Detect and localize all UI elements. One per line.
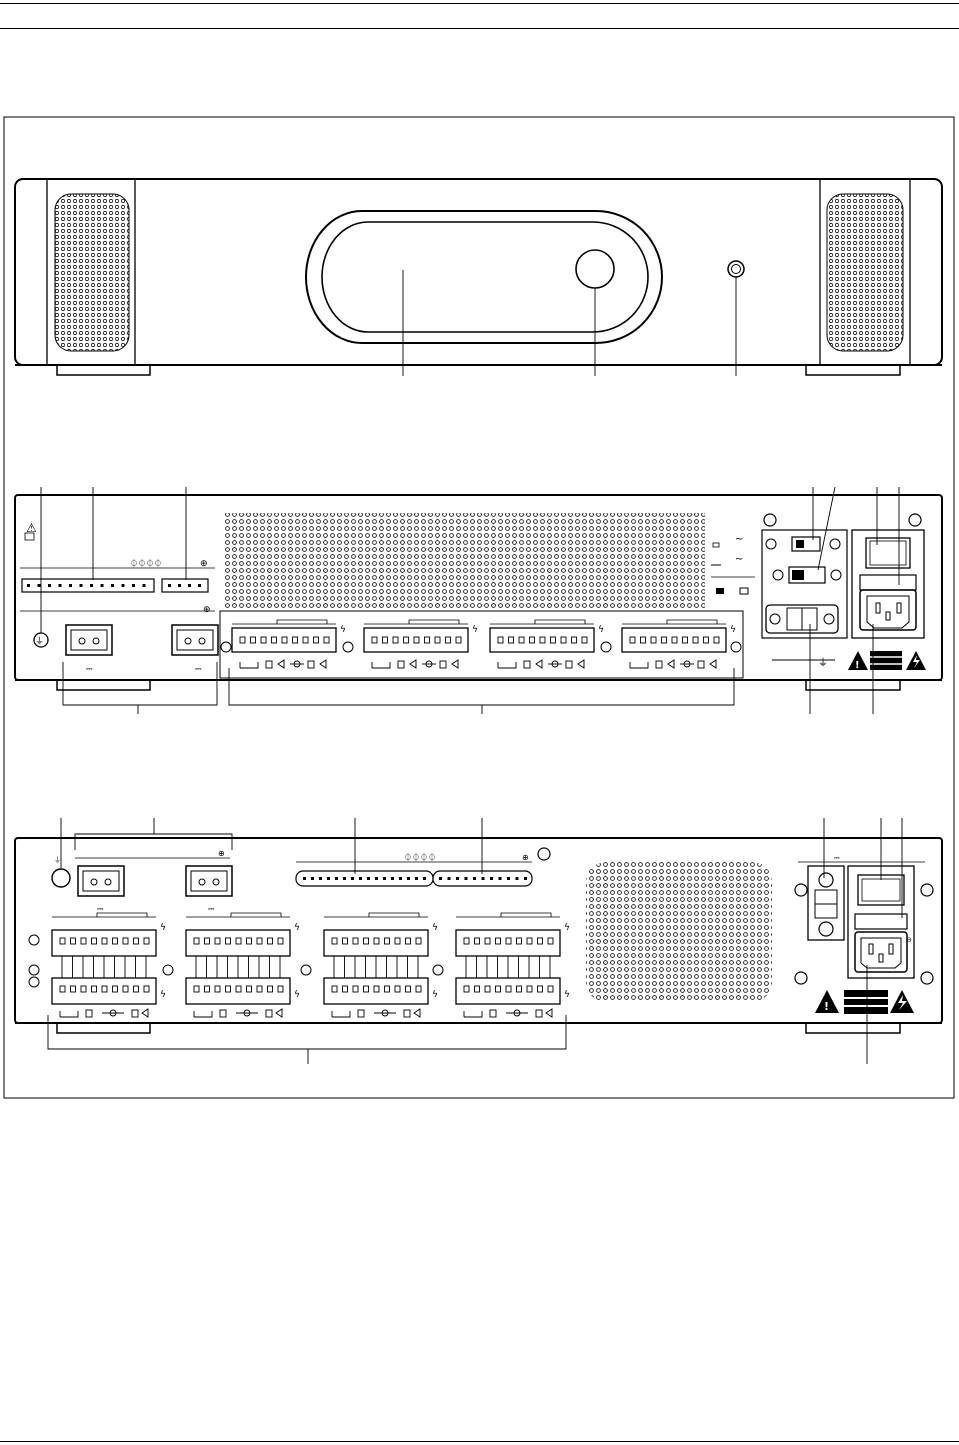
svg-text:ϟ: ϟ (598, 625, 604, 635)
amp-connector-1 (231, 627, 337, 653)
warning-symbol: ⚠ (26, 521, 37, 535)
rear2-aux-terminal (432, 870, 533, 887)
mains-block (851, 529, 925, 639)
svg-text:⊕: ⊕ (218, 849, 225, 858)
svg-text:ϟ: ϟ (432, 990, 438, 1000)
rear2-dc-connector-2 (185, 865, 233, 897)
rear2-vent (586, 862, 772, 1002)
svg-text:ϟ: ϟ (160, 990, 166, 1000)
rear2-ground-terminal (51, 868, 71, 888)
front-right-grille (826, 193, 904, 352)
top-rule (0, 3, 959, 4)
front-left-grille (54, 193, 130, 352)
svg-text:⏚: ⏚ (818, 657, 828, 669)
svg-text:ϟ: ϟ (432, 923, 438, 933)
svg-text:~: ~ (735, 554, 743, 565)
svg-text:⎓: ⎓ (195, 664, 202, 673)
rear2-warning-triangle-icon (815, 990, 839, 1013)
svg-text:ϟ: ϟ (340, 625, 346, 635)
svg-text:ϟ: ϟ (730, 625, 736, 635)
svg-text:⊕: ⊕ (522, 853, 529, 862)
svg-text:⎓: ⎓ (97, 904, 104, 913)
aux-terminal (161, 578, 209, 593)
rear1-vent (225, 513, 705, 609)
svg-text:⎓: ⎓ (834, 854, 840, 862)
svg-text:⎓: ⎓ (208, 904, 215, 913)
header-rule (0, 28, 959, 29)
svg-text:⎓: ⎓ (86, 664, 93, 673)
amp-connector-4 (621, 627, 727, 653)
svg-text:ϟ: ϟ (564, 923, 570, 933)
amp-connector-3 (489, 627, 595, 653)
mains-inlet (859, 589, 917, 631)
svg-text:⊕: ⊕ (203, 605, 211, 615)
rear2-mains-inlet (854, 931, 908, 973)
svg-text:ϟ: ϟ (294, 923, 300, 933)
voltage-selector (761, 529, 848, 639)
warning-triangle-icon (848, 651, 868, 670)
svg-text:⊕: ⊕ (200, 559, 208, 569)
rear1-callouts (40, 486, 900, 714)
display-window (305, 210, 663, 344)
mains-switch (865, 537, 911, 569)
svg-text:ϟ: ϟ (160, 923, 166, 933)
svg-text:!: ! (824, 1000, 829, 1013)
backup-switch (788, 566, 826, 584)
rear2-fuse-holder (854, 913, 908, 930)
figure-frame (3, 116, 955, 1099)
svg-text:⏚: ⏚ (35, 636, 44, 647)
dc-input-connector-2 (171, 624, 219, 656)
control-input-terminal (21, 578, 155, 593)
dc-input-connector-1 (65, 624, 113, 656)
svg-text:~: ~ (735, 534, 743, 545)
front-panel (14, 178, 943, 376)
rear2-dc-connector-1 (77, 865, 125, 897)
svg-text:⏀⏀⏀⏀: ⏀⏀⏀⏀ (130, 558, 162, 568)
svg-text:ϟ: ϟ (294, 990, 300, 1000)
amp-connector-2 (363, 627, 469, 653)
svg-text:⏚: ⏚ (54, 856, 61, 864)
svg-text:ϟ: ϟ (564, 990, 570, 1000)
rear-panel-2: ⊕ ⏚ ⎓ ⎓ ⏀⏀⏀⏀ ⊕ ϟ ϟ ϟ ϟ ϟ ϟ ϟ ϟ ⎓ ⊖ (14, 837, 943, 1034)
svg-text:⏀⏀⏀⏀: ⏀⏀⏀⏀ (404, 852, 436, 862)
svg-text:ϟ: ϟ (472, 625, 478, 635)
svg-text:!: ! (855, 660, 860, 671)
front-callouts (402, 270, 737, 376)
rear2-dc-backup (807, 865, 845, 941)
dc-backup-connector (765, 604, 839, 634)
rear2-callouts (47, 818, 903, 1064)
footer-rule (0, 1441, 959, 1442)
svg-text:⊖: ⊖ (906, 936, 912, 944)
rear-panel-1: ⚠ ⏀⏀⏀⏀ ⊕ ⊕ ⏚ ⎓ ⎓ ϟ ϟ ϟ ϟ ~ ~ (14, 494, 943, 691)
